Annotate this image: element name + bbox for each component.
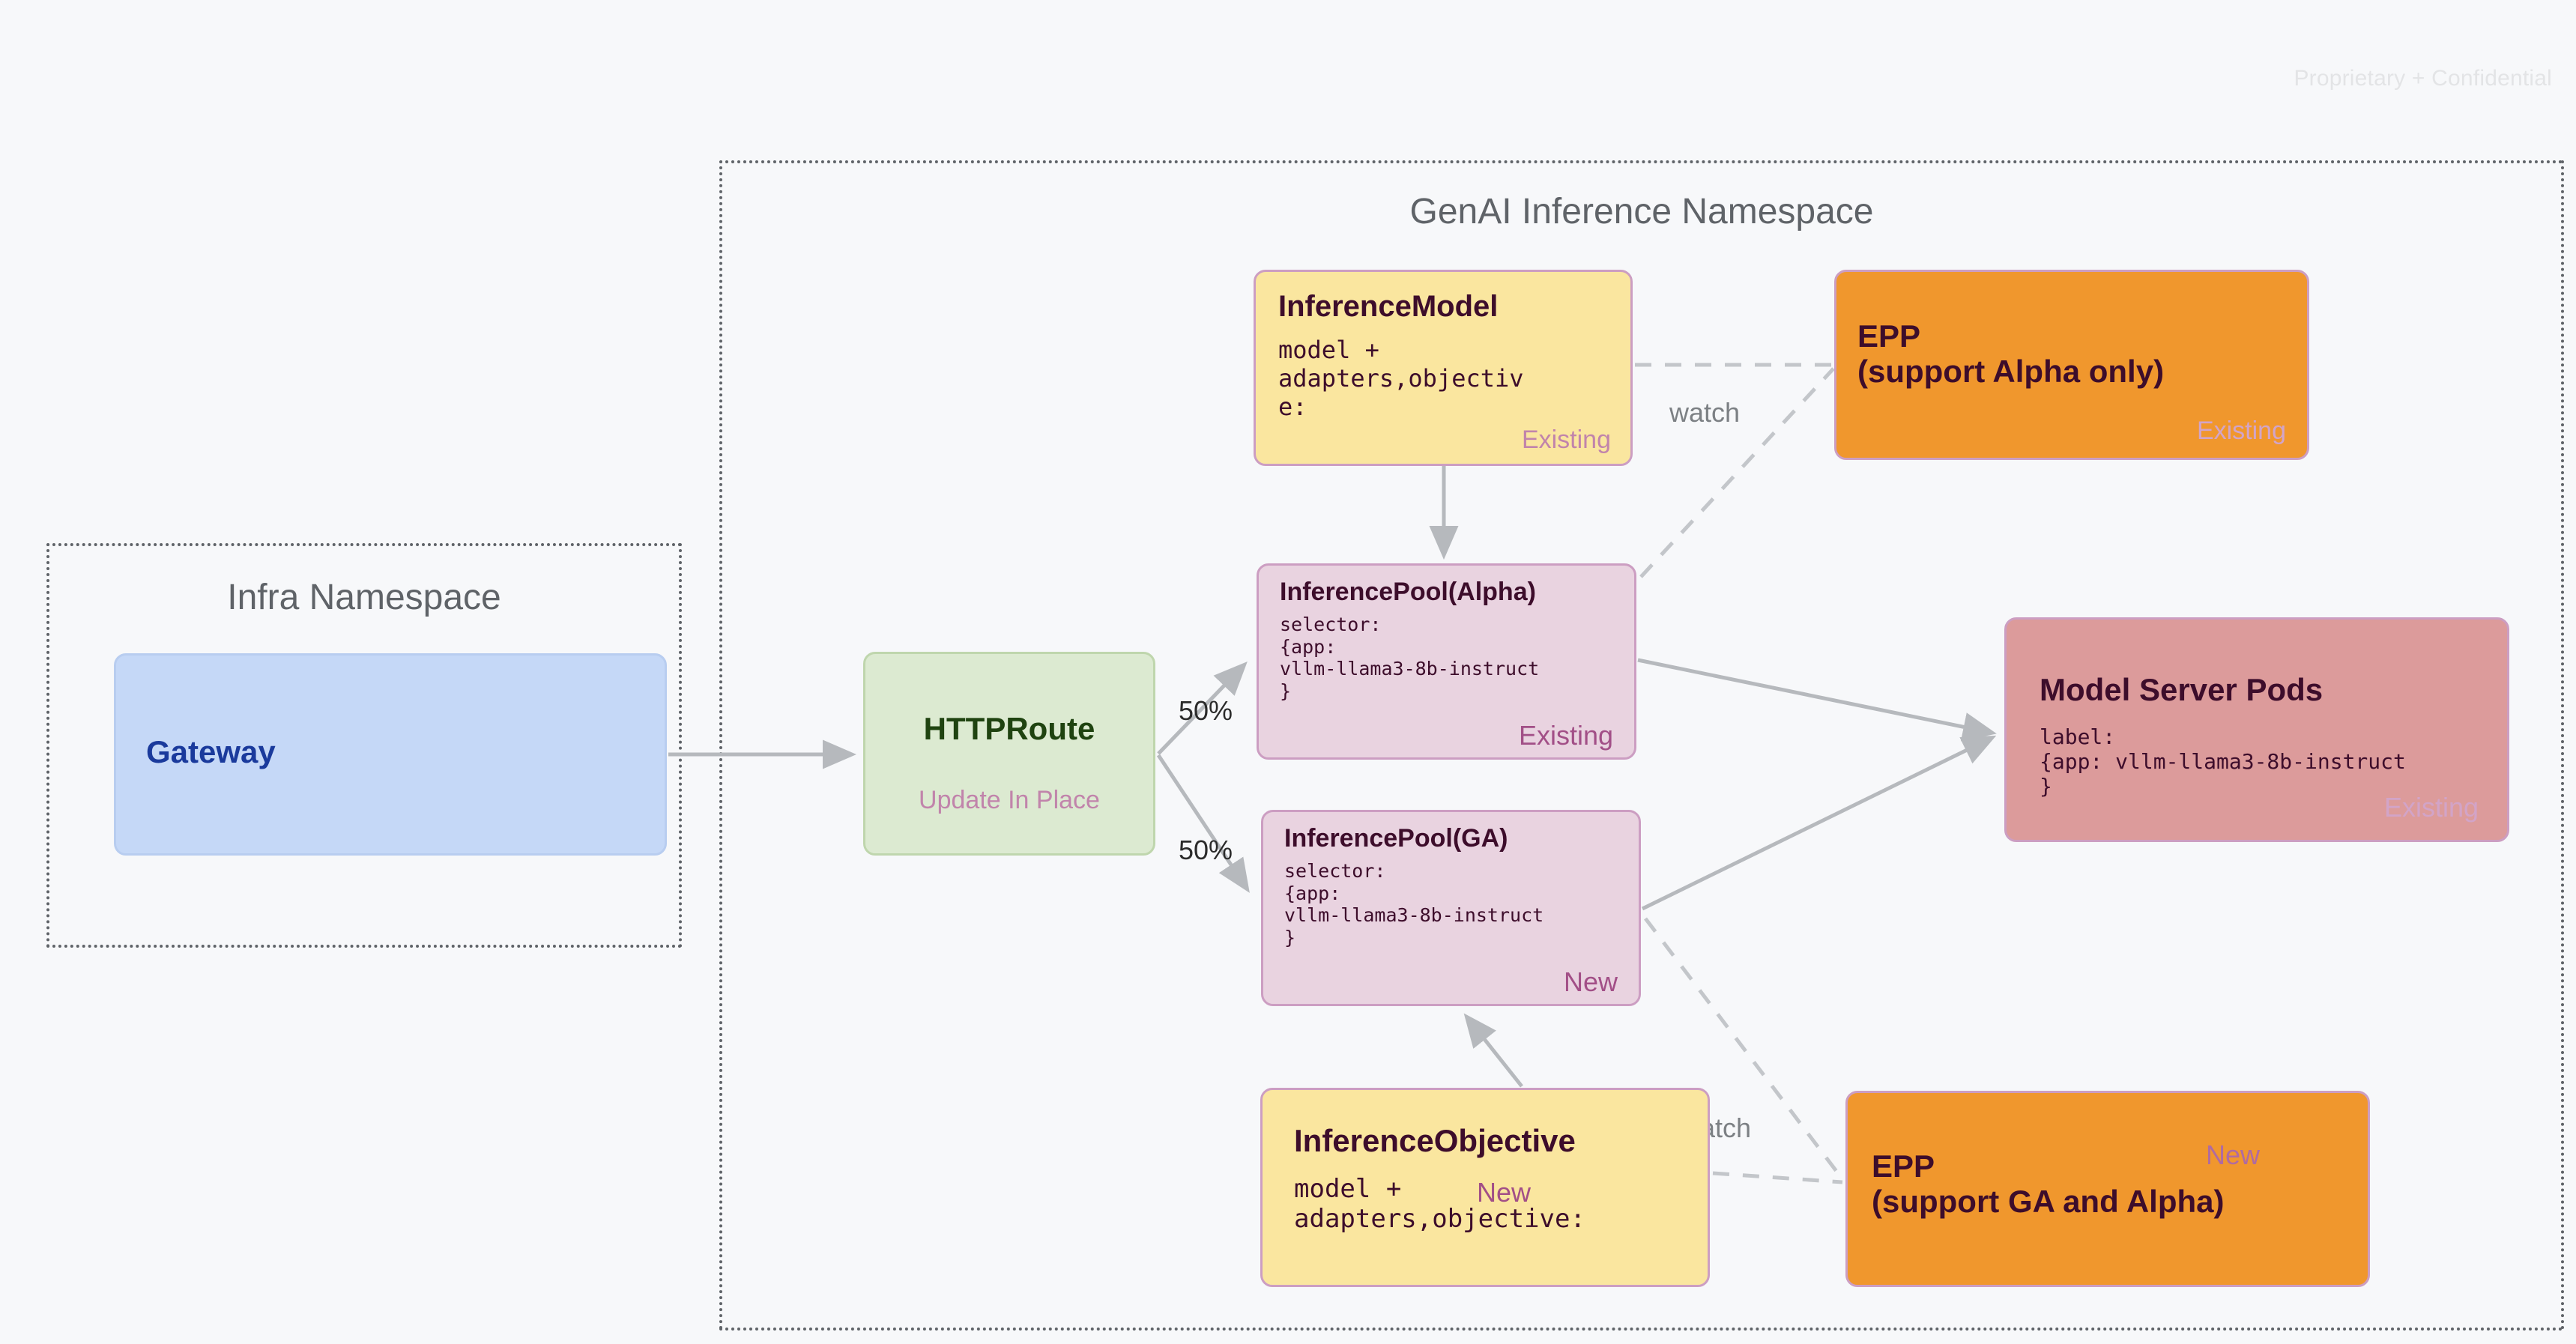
epp-alpha-title: EPP (support Alpha only) — [1857, 318, 2165, 390]
epp-ga-status-badge: New — [2205, 1139, 2260, 1170]
node-httproute[interactable]: HTTPRoute Update In Place — [863, 652, 1155, 856]
node-gateway[interactable]: Gateway — [114, 653, 667, 856]
model-server-pods-title: Model Server Pods — [2040, 672, 2323, 707]
gateway-title: Gateway — [146, 734, 276, 769]
node-inference-objective[interactable]: InferenceObjective model + adapters,obje… — [1260, 1088, 1710, 1287]
edge-label-watch-top: watch — [1669, 397, 1741, 428]
infra-namespace-title: Infra Namespace — [227, 578, 501, 617]
pool-ga-title: InferencePool(GA) — [1284, 824, 1508, 853]
node-model-server-pods[interactable]: Model Server Pods label: {app: vllm-llam… — [2004, 617, 2509, 842]
node-inference-model[interactable]: InferenceModel model + adapters,objectiv… — [1254, 270, 1633, 466]
infra-namespace-boundary — [46, 543, 682, 948]
pool-ga-spec: selector: {app: vllm-llama3-8b-instruct … — [1284, 860, 1544, 948]
inference-objective-title: InferenceObjective — [1294, 1123, 1576, 1158]
node-inference-pool-alpha[interactable]: InferencePool(Alpha) selector: {app: vll… — [1257, 563, 1636, 760]
inference-objective-spec: model + adapters,objective: — [1294, 1174, 1585, 1235]
confidential-notice: Proprietary + Confidential — [2294, 66, 2552, 91]
inference-objective-status-badge: New — [1477, 1177, 1532, 1208]
node-epp-ga[interactable]: EPP (support GA and Alpha) New — [1845, 1091, 2370, 1287]
inference-model-spec: model + adapters,objectiv e: — [1278, 336, 1524, 421]
genai-namespace-boundary — [719, 160, 2564, 1331]
httproute-title: HTTPRoute — [923, 711, 1095, 746]
node-epp-alpha[interactable]: EPP (support Alpha only) Existing — [1834, 270, 2309, 460]
model-server-pods-status-badge: Existing — [2383, 792, 2479, 823]
model-server-pods-spec: label: {app: vllm-llama3-8b-instruct } — [2040, 724, 2406, 799]
inference-model-title: InferenceModel — [1278, 290, 1499, 323]
pool-alpha-title: InferencePool(Alpha) — [1280, 578, 1536, 606]
node-inference-pool-ga[interactable]: InferencePool(GA) selector: {app: vllm-l… — [1261, 810, 1641, 1006]
epp-alpha-status-badge: Existing — [2196, 417, 2286, 445]
pool-ga-status-badge: New — [1563, 966, 1618, 997]
epp-ga-title: EPP (support GA and Alpha) — [1872, 1148, 2225, 1220]
edge-label-split-bottom: 50% — [1179, 835, 1233, 865]
pool-alpha-status-badge: Existing — [1518, 720, 1613, 751]
edge-label-split-top: 50% — [1179, 695, 1233, 726]
genai-namespace-title: GenAI Inference Namespace — [1409, 192, 1874, 231]
inference-model-status-badge: Existing — [1521, 426, 1611, 454]
httproute-status-badge: Update In Place — [919, 786, 1100, 814]
pool-alpha-spec: selector: {app: vllm-llama3-8b-instruct … — [1280, 614, 1540, 702]
